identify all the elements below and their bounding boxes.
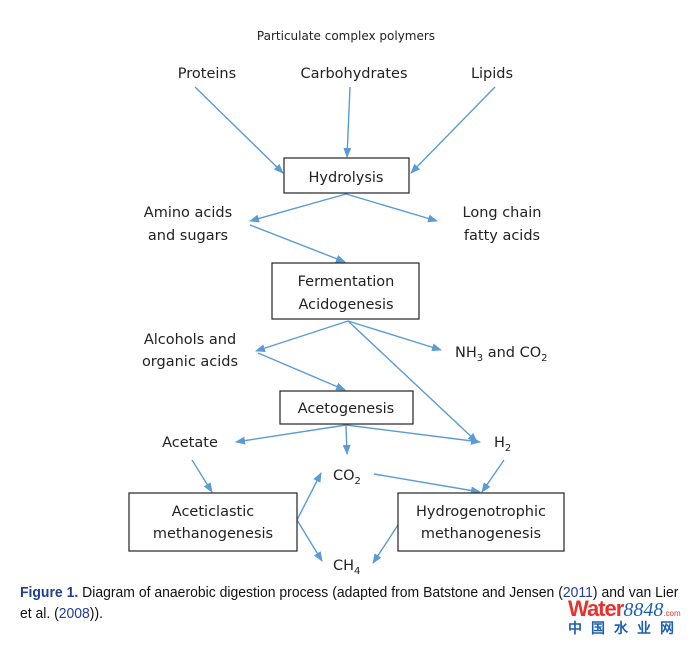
caption-text: ) and van Lier et al. ( — [20, 584, 679, 622]
acetogenesis-label: Acetogenesis — [298, 401, 395, 417]
fermentation-box — [271, 262, 420, 320]
aceticlastic-label-2: methanogenesis — [153, 526, 273, 542]
caption-text: )). — [89, 605, 103, 622]
watermark-suffix: .com — [663, 609, 681, 618]
amino-label-2: and sugars — [148, 228, 228, 244]
ref-link-2011[interactable]: 2011 — [562, 584, 593, 601]
watermark-logo: Water8848.com 中国水业网 — [568, 596, 688, 638]
watermark-digits: 8848 — [623, 599, 664, 621]
caption-label: Figure 1. — [20, 584, 79, 601]
proteins-label: Proteins — [178, 66, 236, 82]
aceticlastic-box — [128, 492, 298, 552]
lcfa-label-2: fatty acids — [464, 228, 540, 244]
hydrogenotrophic-box — [397, 492, 565, 552]
aceticlastic-label-1: Aceticlastic — [172, 504, 254, 520]
acetogenesis-box — [279, 390, 414, 425]
ch4-label: CH4 — [333, 558, 360, 577]
hydrogenotrophic-label-1: Hydrogenotrophic — [416, 504, 546, 520]
ref-link-2008[interactable]: 2008 — [58, 605, 90, 622]
alcohols-label-1: Alcohols and — [144, 332, 236, 348]
fermentation-label-2: Acidogenesis — [298, 297, 393, 313]
acetate-label: Acetate — [162, 435, 218, 451]
diagram-title: Particulate complex polymers — [257, 29, 435, 43]
fermentation-label-1: Fermentation — [298, 274, 395, 290]
alcohols-label-2: organic acids — [142, 354, 238, 370]
nh3-co2-label: NH3 and CO2 — [455, 345, 548, 364]
caption-text: Diagram of anaerobic digestion process (… — [78, 584, 563, 601]
lipids-label: Lipids — [471, 66, 513, 82]
co2-label: CO2 — [333, 468, 361, 487]
watermark-brand: Water — [568, 596, 624, 621]
amino-label-1: Amino acids — [144, 205, 232, 221]
watermark-chinese: 中国水业网 — [568, 620, 683, 636]
carbohydrates-label: Carbohydrates — [300, 66, 407, 82]
hydrolysis-box — [283, 157, 410, 194]
hydrogenotrophic-label-2: methanogenesis — [421, 526, 541, 542]
figure-caption: Figure 1. Diagram of anaerobic digestion… — [20, 582, 678, 624]
lcfa-label-1: Long chain — [463, 205, 542, 221]
h2-label: H2 — [494, 435, 511, 454]
arrows — [191, 86, 505, 564]
anaerobic-digestion-diagram: Particulate complex polymers Proteins Ca… — [128, 29, 565, 577]
hydrolysis-label: Hydrolysis — [309, 170, 384, 186]
